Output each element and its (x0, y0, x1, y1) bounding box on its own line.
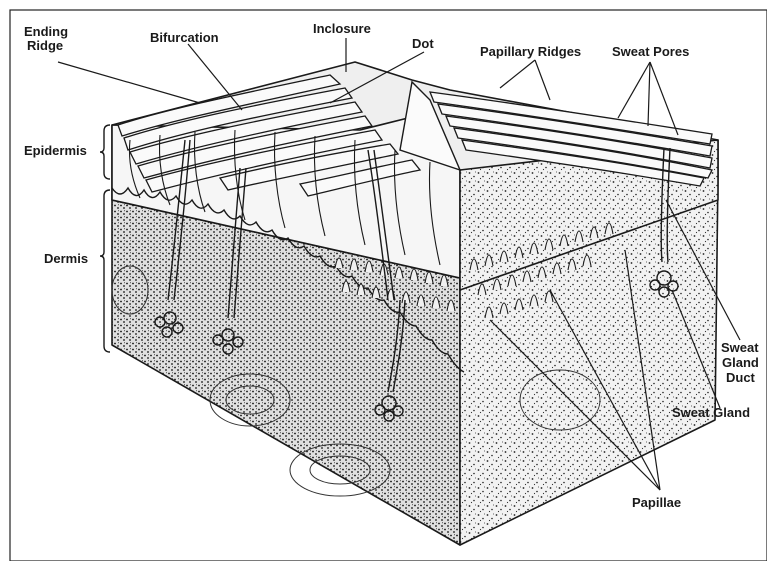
dermis-brace (100, 190, 110, 352)
label-sweat-gland-duct-1: Sweat (721, 340, 759, 355)
label-papillary-ridges: Papillary Ridges (480, 44, 581, 59)
leader-papillary-a (500, 60, 535, 88)
label-dermis: Dermis (44, 251, 88, 266)
label-dot: Dot (412, 36, 434, 51)
label-sweat-gland-duct-2: Gland (722, 355, 759, 370)
leader-papillary-b (535, 60, 550, 100)
label-bifurcation: Bifurcation (150, 30, 219, 45)
epidermis-brace (100, 125, 110, 179)
label-ending-ridge-2: Ridge (27, 38, 63, 53)
leader-pores-b (648, 62, 650, 126)
label-epidermis: Epidermis (24, 143, 87, 158)
label-papillae: Papillae (632, 495, 681, 510)
label-ending-ridge-1: Ending (24, 24, 68, 39)
leader-ending-ridge (58, 62, 200, 103)
label-sweat-gland-duct-3: Duct (726, 370, 756, 385)
label-inclosure: Inclosure (313, 21, 371, 36)
leader-pores-c (650, 62, 678, 135)
leader-pores-a (618, 62, 650, 118)
label-sweat-pores: Sweat Pores (612, 44, 689, 59)
braces (100, 125, 110, 352)
label-sweat-gland: Sweat Gland (672, 405, 750, 420)
